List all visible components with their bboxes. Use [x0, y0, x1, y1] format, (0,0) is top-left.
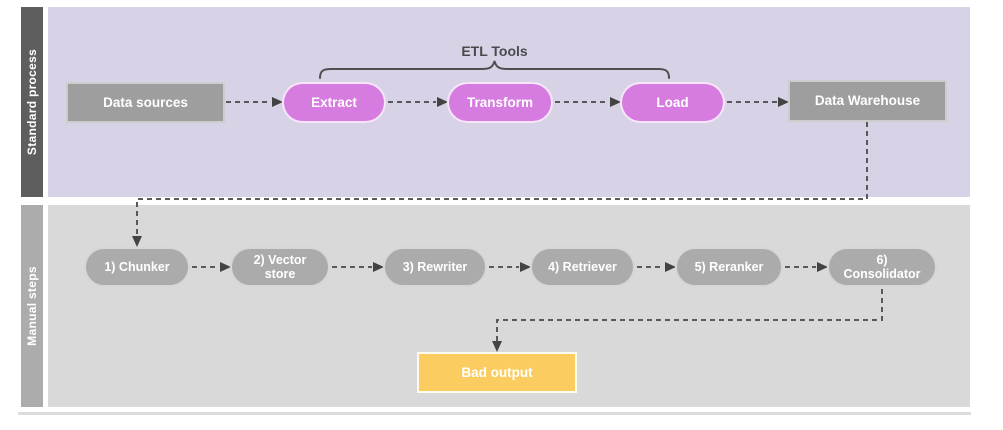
node-transform: Transform [447, 82, 553, 123]
node-consolidator: 6) Consolidator [827, 247, 937, 287]
node-vector-store: 2) Vector store [230, 247, 330, 287]
lane-bar-standard-process: Standard process [21, 7, 43, 197]
node-load: Load [620, 82, 725, 123]
brace-label-etl-tools: ETL Tools [461, 43, 528, 59]
node-rewriter: 3) Rewriter [383, 247, 487, 287]
node-data-sources: Data sources [66, 82, 225, 123]
node-data-warehouse: Data Warehouse [788, 80, 947, 122]
node-reranker: 5) Reranker [675, 247, 783, 287]
lane-label-manual-steps: Manual steps [25, 266, 39, 346]
node-extract: Extract [282, 82, 386, 123]
lane-label-standard-process: Standard process [25, 48, 40, 156]
node-chunker: 1) Chunker [84, 247, 190, 287]
node-bad-output: Bad output [417, 352, 577, 393]
lane-bar-manual-steps: Manual steps [21, 205, 43, 407]
page-bottom-edge [18, 412, 971, 415]
node-retriever: 4) Retriever [530, 247, 635, 287]
